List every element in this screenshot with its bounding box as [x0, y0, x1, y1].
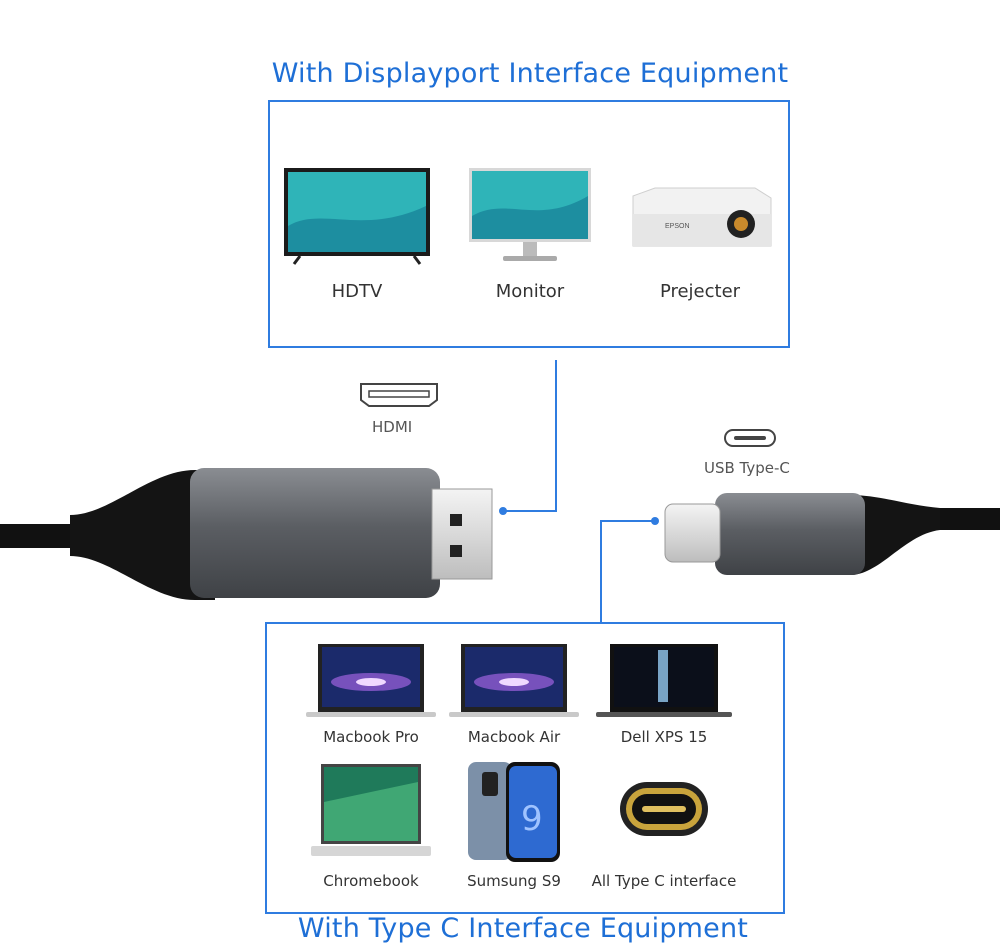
- svg-text:EPSON: EPSON: [665, 223, 690, 230]
- hdmi-connection-dot: [499, 507, 507, 515]
- displayport-connector-line: [505, 360, 557, 512]
- device-label: All Type C interface: [591, 872, 737, 890]
- usb-c-port-icon: [620, 782, 708, 836]
- displayport-section-title: With Displayport Interface Equipment: [271, 58, 789, 89]
- device-label: Monitor: [495, 281, 565, 302]
- hdmi-port-label: HDMI: [372, 418, 413, 436]
- usbc-plug: [664, 503, 721, 563]
- laptop-icon: [311, 764, 431, 856]
- usbc-connector-shell: [715, 493, 865, 575]
- tv-icon: [284, 168, 430, 265]
- device-chromebook: Chromebook: [301, 762, 441, 892]
- device-hdtv: HDTV: [282, 166, 432, 316]
- displayport-equipment-panel: HDTV Monitor EPSON Prejecter: [268, 100, 790, 348]
- device-label: Chromebook: [323, 872, 419, 890]
- typec-section-title: With Type C Interface Equipment: [297, 913, 749, 944]
- device-label: HDTV: [331, 281, 383, 302]
- laptop-icon: [449, 644, 579, 717]
- device-label: Macbook Air: [467, 728, 561, 746]
- usbc-connection-dot: [651, 517, 659, 525]
- usb-c-icon: [724, 429, 776, 447]
- projector-icon: EPSON: [632, 187, 772, 247]
- laptop-icon: [306, 644, 436, 717]
- laptop-icon: [596, 644, 732, 717]
- device-monitor: Monitor: [460, 166, 600, 316]
- svg-text:9: 9: [521, 799, 543, 839]
- typec-equipment-panel: Macbook Pro Macbook Air Dell XPS 15 Chro: [265, 622, 785, 914]
- device-label: Dell XPS 15: [620, 728, 708, 746]
- hdmi-strain-relief: [70, 470, 215, 600]
- device-label: Prejecter: [659, 281, 741, 302]
- device-projector: EPSON Prejecter: [620, 166, 780, 316]
- device-all-type-c: All Type C interface: [589, 762, 739, 892]
- device-label: Sumsung S9: [467, 872, 561, 890]
- monitor-icon: [469, 168, 591, 261]
- device-macbook-air: Macbook Air: [444, 642, 584, 752]
- phone-icon: 9: [468, 762, 560, 862]
- usbc-port-label: USB Type-C: [704, 459, 790, 477]
- hdmi-plug: [431, 488, 493, 580]
- device-macbook-pro: Macbook Pro: [301, 642, 441, 752]
- hdmi-connector-shell: [190, 468, 440, 598]
- typec-connector-line: [600, 520, 652, 622]
- usbc-strain-relief: [850, 495, 940, 575]
- device-dell-xps-15: Dell XPS 15: [589, 642, 739, 752]
- device-label: Macbook Pro: [323, 728, 419, 746]
- hdmi-port-icon: [360, 383, 438, 407]
- device-samsung-s9: 9 Sumsung S9: [444, 760, 584, 892]
